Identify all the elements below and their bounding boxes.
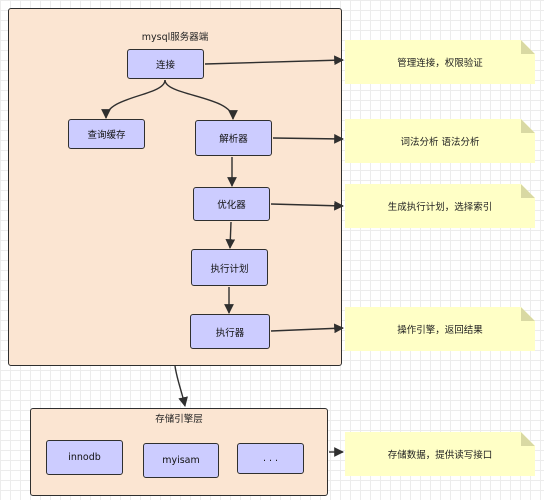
note-storage-text: 存储数据，提供读写接口	[387, 450, 493, 461]
arrow-optimizer-to-note	[270, 200, 344, 211]
note-parser-text: 词法分析 语法分析	[400, 137, 480, 148]
note-executor: 操作引擎，返回结果	[345, 307, 535, 351]
connect-node[interactable]: 连接	[127, 49, 204, 79]
arrow-connect-to-parser	[164, 79, 238, 120]
executor-node[interactable]: 执行器	[190, 314, 270, 349]
note-optimizer: 生成执行计划，选择索引	[345, 184, 535, 228]
engine-more[interactable]: . . .	[237, 443, 304, 474]
note-connect-text: 管理连接，权限验证	[397, 58, 483, 69]
arrow-server-to-storage	[174, 365, 188, 407]
engine-innodb[interactable]: innodb	[46, 440, 123, 475]
note-storage: 存储数据，提供读写接口	[345, 432, 535, 476]
note-optimizer-text: 生成执行计划，选择索引	[387, 202, 493, 213]
server-panel-title: mysql服务器端	[141, 32, 209, 43]
arrow-parser-to-note	[272, 133, 344, 144]
note-executor-text: 操作引擎，返回结果	[397, 325, 483, 336]
storage-panel-title: 存储引擎层	[155, 414, 203, 425]
exec-plan-node[interactable]: 执行计划	[191, 249, 268, 286]
query-cache-node[interactable]: 查询缓存	[68, 119, 145, 149]
engine-myisam[interactable]: myisam	[143, 443, 219, 478]
optimizer-node[interactable]: 优化器	[193, 187, 270, 221]
arrow-connect-to-note	[204, 55, 344, 66]
arrow-executor-to-note	[270, 323, 344, 334]
parser-node[interactable]: 解析器	[195, 120, 272, 156]
note-parser: 词法分析 语法分析	[345, 119, 535, 163]
arrow-connect-to-cache	[101, 79, 166, 119]
arrow-optimizer-to-plan	[225, 221, 236, 249]
note-connect: 管理连接，权限验证	[345, 40, 535, 84]
